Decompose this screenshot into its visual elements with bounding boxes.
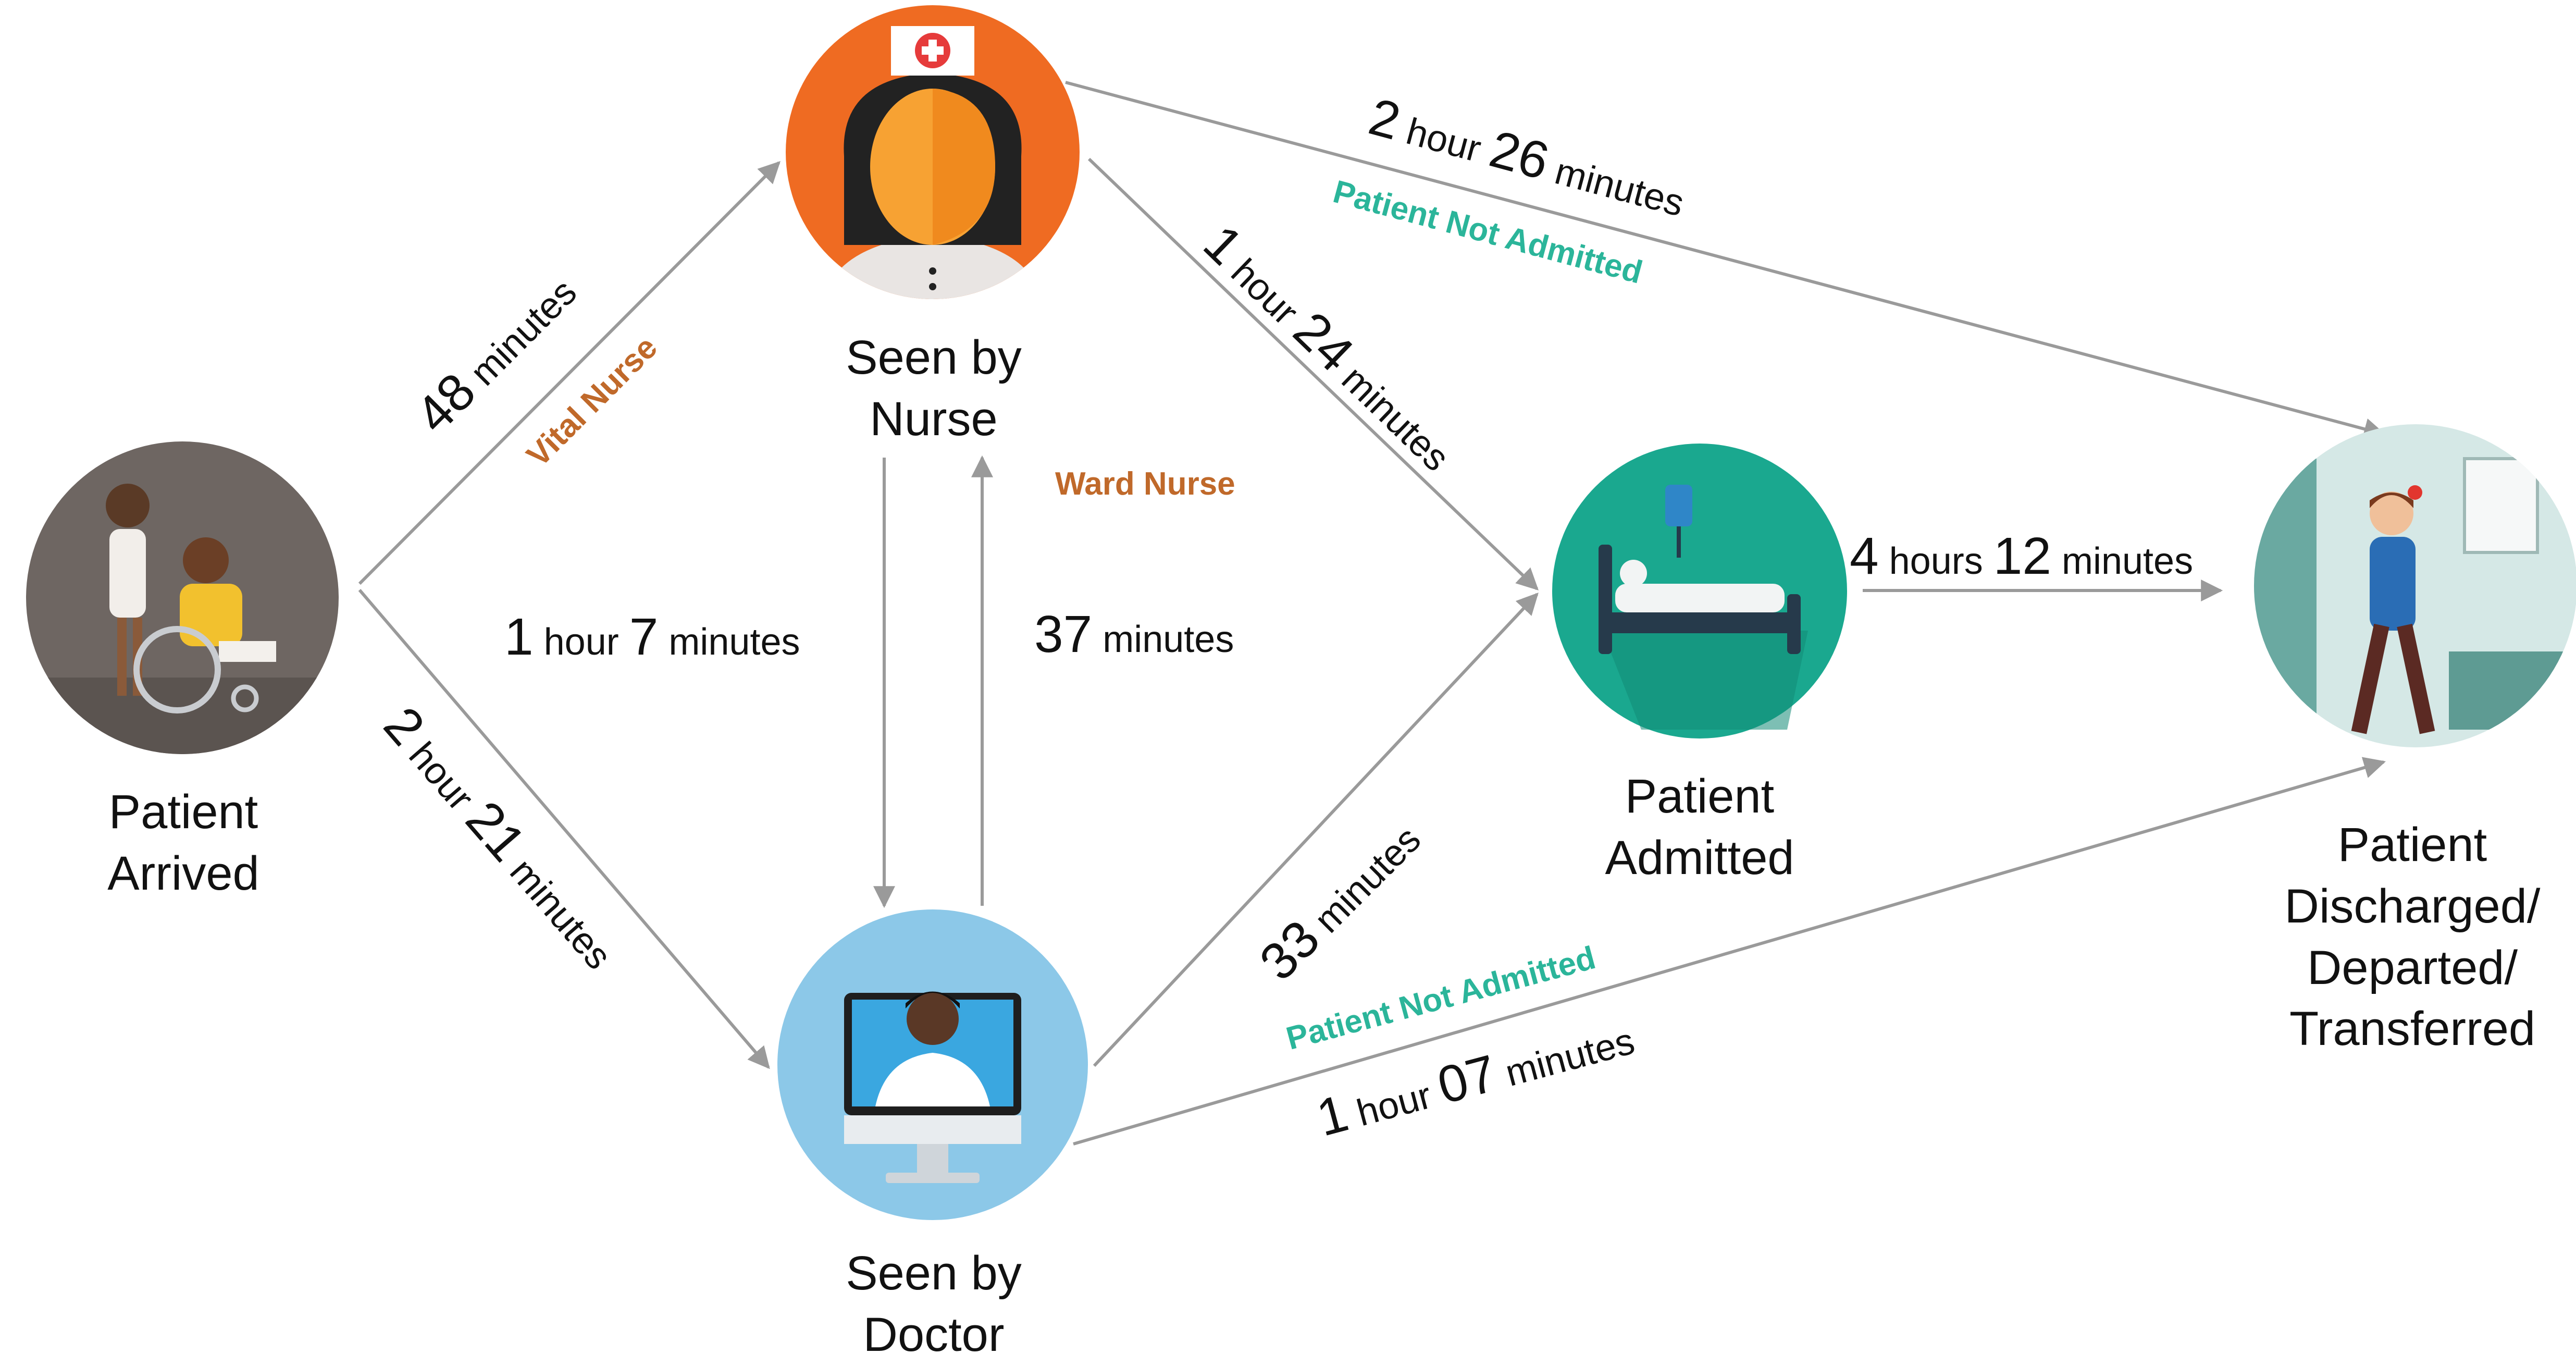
node-label-line: Admitted: [1605, 831, 1794, 884]
doctor-on-monitor-icon: [777, 909, 1088, 1220]
patient-in-wheelchair-icon: [26, 441, 339, 754]
node-label-line: Arrived: [107, 846, 259, 900]
node-label-patient-admitted: Patient Admitted: [1605, 766, 1794, 889]
arrow-nurse-to-admitted: [1087, 157, 1539, 590]
edge-label-nurse-to-doctor: 1 hour 7 minutes: [504, 607, 800, 667]
arrow-doctor-to-discharged: [1073, 757, 2386, 1146]
hospital-bed-icon: [1552, 444, 1847, 739]
node-label-seen-by-doctor: Seen by Doctor: [846, 1243, 1022, 1366]
duration-unit: minutes: [658, 621, 800, 663]
role-label-ward-nurse: Ward Nurse: [1055, 466, 1235, 502]
arrows: [358, 81, 2386, 1146]
duration-number: 1: [504, 608, 534, 666]
duration-number: 37: [1034, 605, 1093, 663]
duration-unit: minutes: [2051, 540, 2194, 582]
node-label-line: Seen by: [846, 331, 1022, 384]
duration-number: 12: [1993, 527, 2051, 585]
node-label-line: Nurse: [870, 392, 998, 446]
arrow-nurse-to-discharged: [1065, 81, 2386, 440]
duration-number: 7: [629, 608, 659, 666]
node-label-line: Departed/: [2307, 941, 2518, 994]
arrow-doctor-to-admitted: [1093, 592, 1539, 1067]
duration-unit: hour: [533, 621, 629, 663]
arrow-arrived-to-nurse: [358, 161, 781, 585]
node-label-line: Patient: [2337, 818, 2487, 871]
node-label-line: Patient: [108, 785, 258, 839]
duration-unit: minutes: [1092, 619, 1234, 660]
node-label-line: Transferred: [2289, 1002, 2536, 1056]
edge-label-admitted-to-discharged: 4 hours 12 minutes: [1850, 526, 2193, 586]
node-label-patient-arrived: Patient Arrived: [107, 782, 259, 905]
node-label-patient-discharged: Patient Discharged/ Departed/ Transferre…: [2285, 815, 2541, 1060]
walking-patient-icon: [2254, 424, 2576, 747]
node-label-line: Seen by: [846, 1247, 1022, 1300]
duration-unit: hours: [1878, 540, 1993, 582]
node-label-line: Patient: [1625, 770, 1775, 823]
edge-label-doctor-to-nurse: 37 minutes: [1034, 605, 1234, 664]
node-label-seen-by-nurse: Seen by Nurse: [846, 327, 1022, 450]
duration-number: 4: [1850, 527, 1879, 585]
arrow-arrived-to-doctor: [358, 589, 770, 1069]
nurse-icon: [786, 5, 1080, 299]
node-label-line: Discharged/: [2284, 879, 2541, 933]
node-label-line: Doctor: [863, 1308, 1005, 1361]
